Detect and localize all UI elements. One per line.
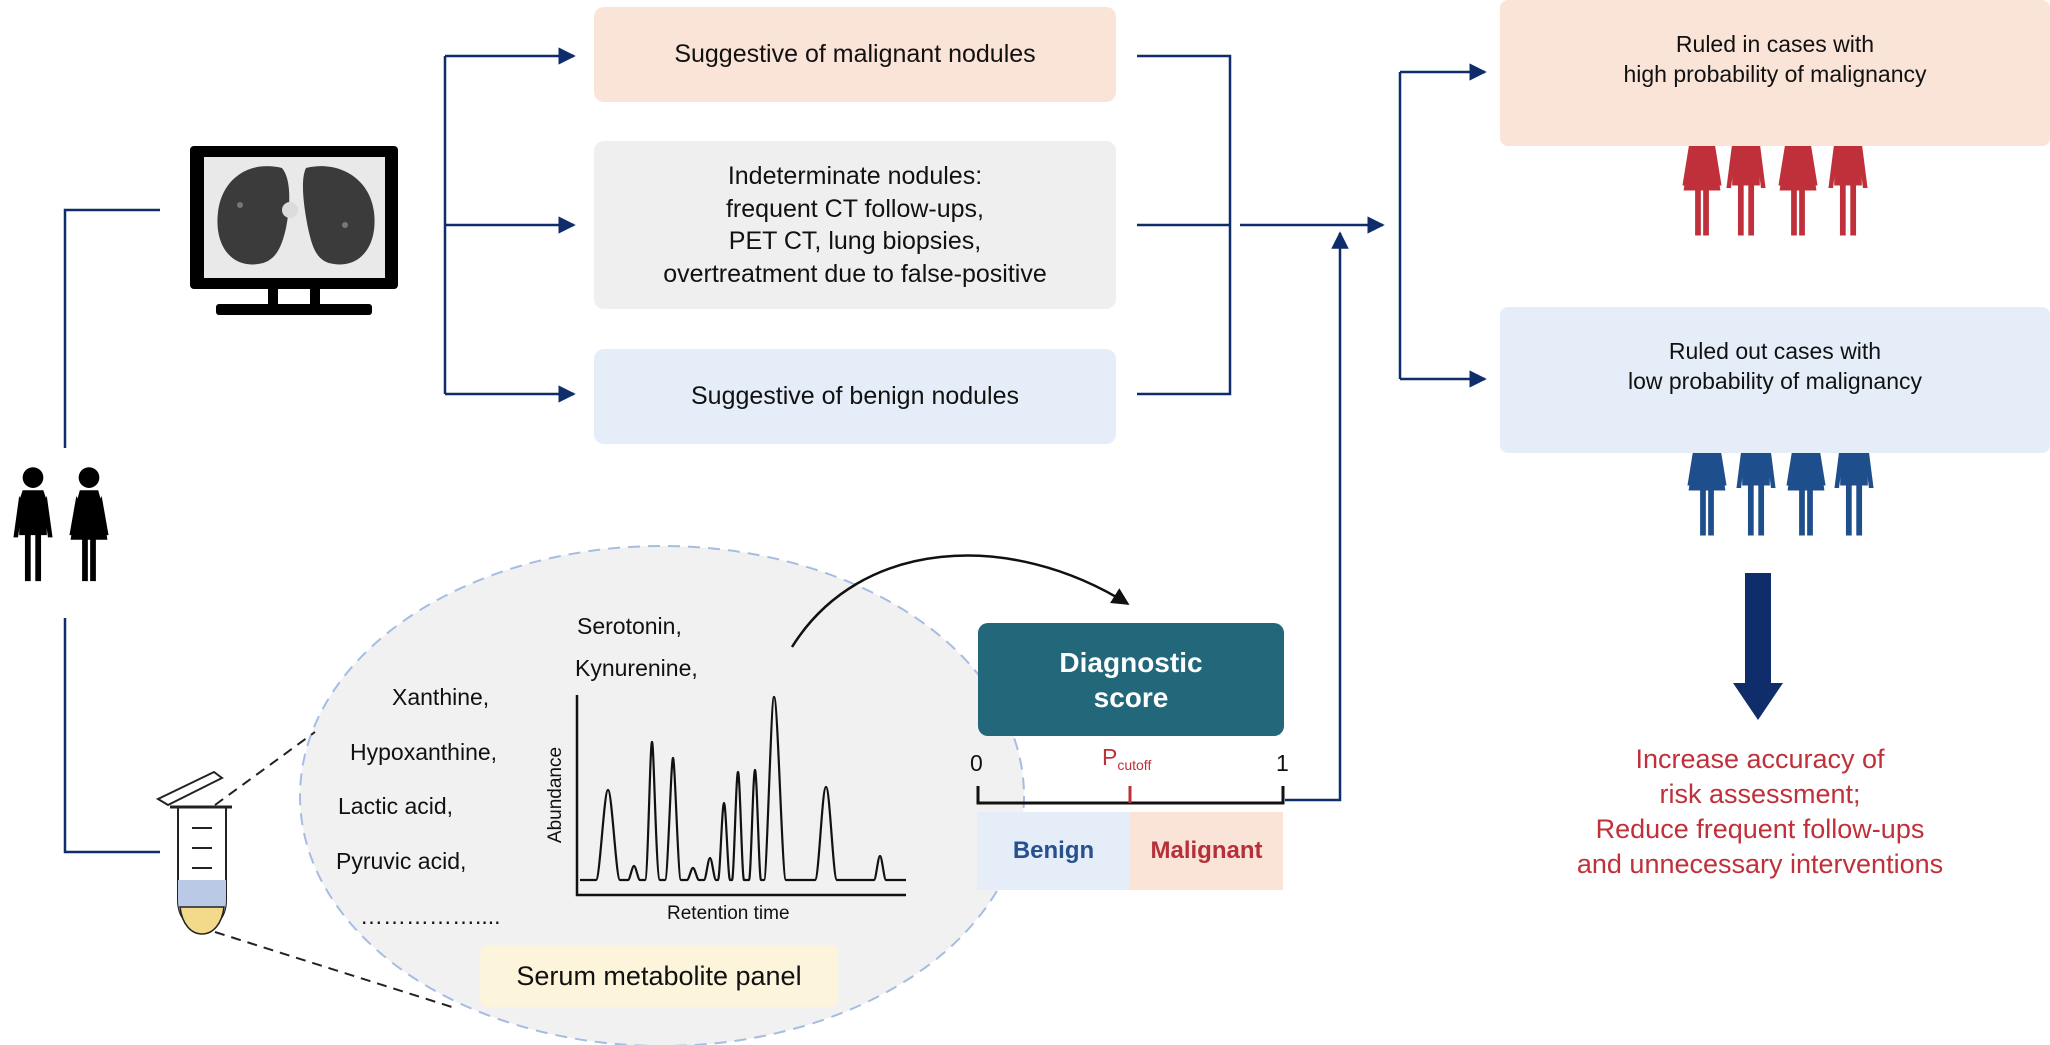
scale-min-label: 0 — [970, 750, 983, 776]
metabolite-kynurenine: Kynurenine, — [575, 655, 698, 681]
serum-panel-label: Serum metabolite panel — [480, 945, 838, 1007]
malignant-branch-text: Suggestive of malignant nodules — [674, 40, 1036, 69]
people-pair-icon — [13, 467, 109, 582]
malignant-branch-box: Suggestive of malignant nodules — [594, 7, 1116, 102]
benign-branch-box: Suggestive of benign nodules — [594, 349, 1116, 444]
metabolite-hypoxanthine: Hypoxanthine, — [350, 739, 498, 765]
scale-max-label: 1 — [1276, 750, 1289, 776]
chromatogram-trace — [580, 695, 906, 882]
metabolite-pyruvic-acid: Pyruvic acid, — [336, 848, 467, 874]
metabolite-xanthine: Xanthine, — [392, 684, 490, 710]
conclusion-line-1: Increase accuracy of — [1635, 744, 1885, 774]
indeterminate-branch-box: Indeterminate nodules: frequent CT follo… — [594, 141, 1116, 309]
cutoff-label: Pcutoff — [1102, 744, 1151, 773]
merge-lines — [1137, 54, 1385, 802]
ruled-out-box: Ruled out cases with low probability of … — [1500, 307, 2050, 453]
metabolite-ellipsis: …………….... — [360, 903, 501, 929]
curved-arrow — [790, 554, 1130, 648]
zoom-lines — [214, 731, 456, 1009]
diagnostic-score-title: Diagnostic score — [1059, 646, 1203, 713]
ct-monitor-icon — [190, 146, 398, 315]
sample-tube-icon — [155, 770, 232, 935]
metabolite-serotonin: Serotonin, — [577, 613, 682, 639]
indeterminate-line-2: frequent CT follow-ups, — [725, 194, 984, 223]
chromatogram-y-label: Abundance — [545, 746, 566, 844]
chromatogram-x-label: Retention time — [667, 903, 790, 924]
conclusion-line-2: risk assessment; — [1659, 779, 1861, 810]
ruled-in-line-2: high probability of malignancy — [1623, 60, 1927, 87]
malignant-band: Malignant — [1130, 812, 1283, 890]
ruled-out-line-2: low probability of malignancy — [1627, 367, 1923, 394]
metabolite-ellipse — [299, 545, 1025, 1045]
chromatogram-axes — [575, 695, 906, 897]
cutoff-label-sub: cutoff — [1117, 757, 1152, 773]
indeterminate-line-3: PET CT, lung biopsies, — [728, 227, 982, 255]
ruled-in-box: Ruled in cases with high probability of … — [1500, 0, 2050, 146]
big-down-arrow — [1733, 573, 1783, 720]
cutoff-label-main: P — [1102, 744, 1118, 770]
serum-panel-text: Serum metabolite panel — [516, 960, 802, 991]
ruled-in-line-1: Ruled in cases with — [1675, 31, 1875, 57]
conclusion-text: Increase accuracy of risk assessment; Re… — [1510, 742, 2010, 882]
left-trunk-lines — [63, 208, 160, 854]
diagnostic-score-box: Diagnostic score — [978, 623, 1284, 736]
conclusion-line-3: Reduce frequent follow-ups — [1595, 814, 1925, 845]
ct-branch-lines — [443, 47, 576, 403]
outcome-lines — [1398, 63, 1487, 388]
metabolite-lactic-acid: Lactic acid, — [338, 793, 454, 819]
conclusion-line-4: and unnecessary interventions — [1576, 849, 1944, 880]
benign-band: Benign — [977, 812, 1130, 890]
benign-branch-text: Suggestive of benign nodules — [690, 382, 1020, 411]
ruled-out-line-1: Ruled out cases with — [1668, 338, 1882, 364]
indeterminate-line-1: Indeterminate nodules: — [727, 162, 983, 190]
indeterminate-line-4: overtreatment due to false-positive — [663, 259, 1047, 288]
